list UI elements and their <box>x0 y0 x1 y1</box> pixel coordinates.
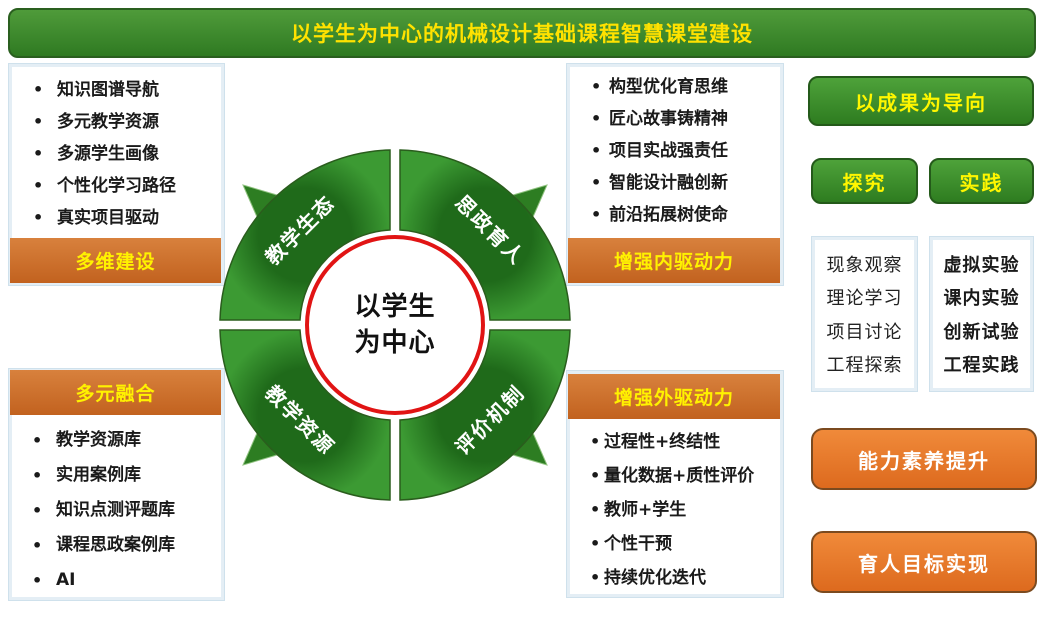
list-item: 多元教学资源 <box>9 106 224 138</box>
list-item: 课程思政案例库 <box>8 528 225 563</box>
page-title: 以学生为中心的机械设计基础课程智慧课堂建设 <box>8 8 1036 58</box>
practice-item: 工程实践 <box>943 355 1020 377</box>
practice-item: 创新试验 <box>943 321 1020 343</box>
list-item: 前沿拓展树使命 <box>567 199 783 231</box>
list-item: 个性干预 <box>566 527 784 561</box>
segment-teaching-ecology <box>219 149 391 321</box>
explore-item: 项目讨论 <box>826 321 903 343</box>
outcome-oriented-box: 以成果为导向 <box>808 76 1034 126</box>
explore-box: 探究 <box>811 158 918 204</box>
list-item: 知识点测评题库 <box>8 493 225 528</box>
list-item: 个性化学习路径 <box>9 170 224 202</box>
internal-drive-list: 构型优化育思维 匠心故事铸精神 项目实战强责任 智能设计融创新 前沿拓展树使命 <box>567 64 783 231</box>
list-item: 持续优化迭代 <box>566 561 784 595</box>
center-text-line1: 以学生 <box>354 291 435 322</box>
practice-items: 虚拟实验 课内实验 创新试验 工程实践 <box>929 236 1034 392</box>
multi-integration-label: 多元融合 <box>10 370 221 415</box>
segment-teaching-resources <box>219 329 391 501</box>
list-item: 多源学生画像 <box>9 138 224 170</box>
list-item: 实用案例库 <box>8 458 225 493</box>
practice-box: 实践 <box>929 158 1034 204</box>
list-item: 量化数据+质性评价 <box>566 459 784 493</box>
practice-item: 课内实验 <box>943 288 1020 310</box>
explore-item: 理论学习 <box>826 288 903 310</box>
multi-construction-label: 多维建设 <box>10 238 221 283</box>
ability-improvement-box: 能力素养提升 <box>811 428 1037 490</box>
list-item: 知识图谱导航 <box>9 74 224 106</box>
explore-items: 现象观察 理论学习 项目讨论 工程探索 <box>811 236 918 392</box>
explore-item: 现象观察 <box>826 254 903 276</box>
center-text-line2: 为中心 <box>354 328 435 358</box>
list-item: 匠心故事铸精神 <box>567 103 783 135</box>
list-item: 真实项目驱动 <box>9 202 224 234</box>
segment-evaluation-mechanism <box>399 329 571 501</box>
education-goal-box: 育人目标实现 <box>811 531 1037 593</box>
external-drive-label: 增强外驱动力 <box>568 374 780 419</box>
list-item: 教学资源库 <box>8 423 225 458</box>
center-ring-diagram: 教学生态 思政育人 教学资源 评价机制 以学生 为中心 <box>219 149 571 501</box>
multi-construction-list: 知识图谱导航 多元教学资源 多源学生画像 个性化学习路径 真实项目驱动 <box>9 64 224 234</box>
list-item: 构型优化育思维 <box>567 71 783 103</box>
multi-integration-list: 教学资源库 实用案例库 知识点测评题库 课程思政案例库 AI <box>8 423 225 598</box>
list-item: 过程性+终结性 <box>566 425 784 459</box>
list-item: 项目实战强责任 <box>567 135 783 167</box>
list-item: AI <box>8 563 225 598</box>
explore-item: 工程探索 <box>826 355 903 377</box>
practice-item: 虚拟实验 <box>943 254 1020 276</box>
center-circle <box>305 235 485 415</box>
list-item: 智能设计融创新 <box>567 167 783 199</box>
list-item: 教师+学生 <box>566 493 784 527</box>
internal-drive-label: 增强内驱动力 <box>568 238 780 283</box>
segment-ideological-education <box>399 149 571 321</box>
external-drive-list: 过程性+终结性 量化数据+质性评价 教师+学生 个性干预 持续优化迭代 <box>566 425 784 595</box>
